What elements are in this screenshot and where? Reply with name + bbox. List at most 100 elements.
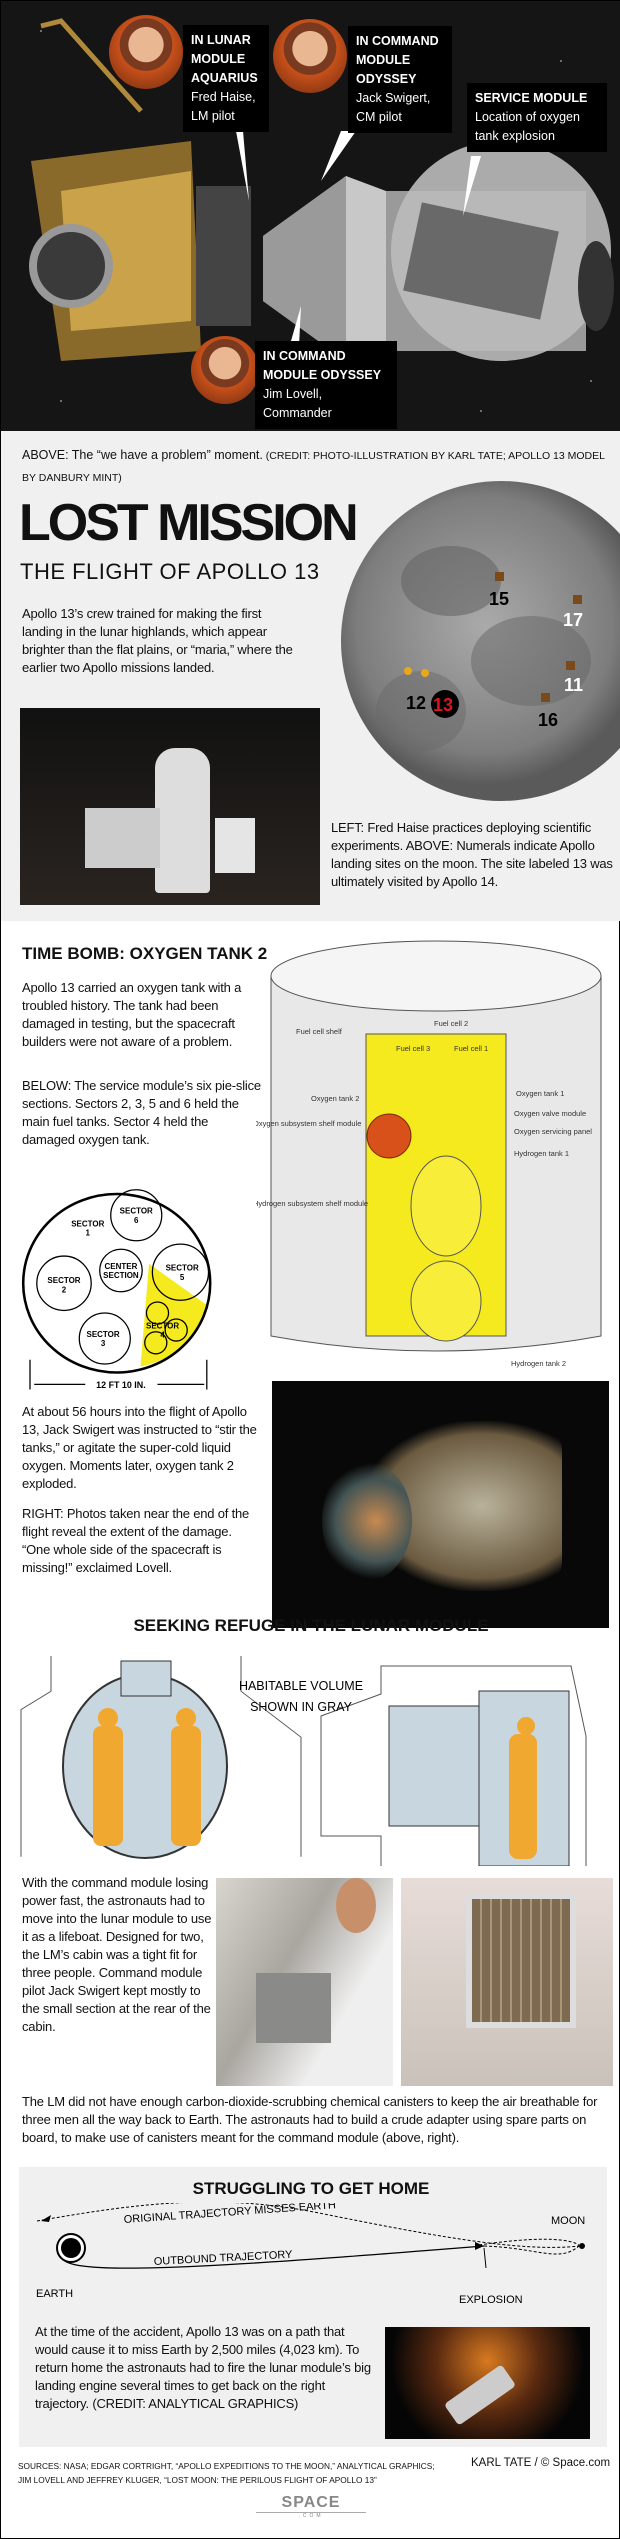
label-title: MODULE ODYSSEY <box>263 368 382 382</box>
label-oxygen-shelf: Oxygen subsystem shelf module <box>256 1119 361 1128</box>
landing-site-marker <box>573 595 582 604</box>
label-title: SERVICE MODULE <box>475 91 588 105</box>
page-subtitle: THE FLIGHT OF APOLLO 13 <box>20 559 320 584</box>
lifeboat-paragraph: With the command module losing power fas… <box>22 1875 212 2034</box>
label-lunar-module: IN LUNAR MODULE AQUARIUS Fred Haise, LM pil… <box>183 25 269 132</box>
sector-4-highlight <box>140 1263 209 1367</box>
landing-site-marker <box>495 572 504 581</box>
service-module-cutaway: Fuel cell 2 Fuel cell shelf Fuel cell 3 … <box>256 940 602 1368</box>
damaged-service-module-photo <box>272 1381 609 1628</box>
hero-caption: ABOVE: The “we have a problem” moment. (… <box>22 445 612 489</box>
outbound-trajectory-path <box>63 2245 485 2269</box>
original-trajectory-label: ORIGINAL TRAJECTORY MISSES EARTH <box>123 2203 336 2226</box>
fred-haise-portrait <box>109 15 183 89</box>
logo-subtext: .COM <box>256 2512 366 2519</box>
oxygen-tank-2 <box>366 1113 412 1159</box>
caption-credit: (CREDIT: PHOTO-ILLUSTRATION BY KARL TATE… <box>22 450 605 484</box>
trajectory-diagram: ORIGINAL TRAJECTORY MISSES EARTH OUTBOUN… <box>36 2203 585 2306</box>
label-fuel-cell-2: Fuel cell 2 <box>434 1019 468 1028</box>
co2-adapter-photo <box>401 1878 613 2086</box>
site-label-12: 12 <box>406 693 426 713</box>
label-name: Jack Swigert, <box>356 91 431 105</box>
label-name: Location of oxygen <box>475 110 580 124</box>
original-trajectory-path <box>36 2203 580 2248</box>
label-title: MODULE <box>356 53 411 67</box>
sources-text: SOURCES: NASA; EDGAR CORTRIGHT, “APOLLO … <box>18 2461 435 2485</box>
label-title: AQUARIUS <box>191 71 258 85</box>
label-hydrogen-shelf: Hydrogen subsystem shelf module <box>256 1199 368 1208</box>
site-label-13: 13 <box>433 695 453 715</box>
site-13-highlight <box>431 690 459 718</box>
swigert-in-lm-photo <box>216 1878 393 2086</box>
label-name: LM pilot <box>191 109 235 123</box>
moon-landing-map: 15 17 11 12 13 16 <box>341 481 620 801</box>
apollo-trajectory-render <box>385 2327 590 2439</box>
tank-paragraph: Apollo 13 carried an oxygen tank with a … <box>22 980 242 1049</box>
label-oxygen-tank-1: Oxygen tank 1 <box>516 1089 564 1098</box>
earth-label: EARTH <box>36 2288 73 2300</box>
label-fuel-cell-3: Fuel cell 3 <box>396 1044 430 1053</box>
label-title: MODULE <box>191 52 246 66</box>
label-oxygen-servicing-panel: Oxygen servicing panel <box>514 1127 592 1136</box>
label-hydrogen-tank-2: Hydrogen tank 2 <box>511 1359 566 1368</box>
site-label-17: 17 <box>563 610 583 630</box>
label-command-module-swigert: IN COMMAND MODULE ODYSSEY Jack Swigert, CM … <box>348 26 452 133</box>
label-oxygen-valve-module: Oxygen valve module <box>514 1109 586 1118</box>
site-label-16: 16 <box>538 710 558 730</box>
label-oxygen-tank-2: Oxygen tank 2 <box>311 1094 359 1103</box>
explosion-paragraph: At about 56 hours into the flight of Apo… <box>22 1404 257 1491</box>
tank-heading: TIME BOMB: OXYGEN TANK 2 <box>22 944 268 963</box>
label-fuel-cell-1: Fuel cell 1 <box>454 1044 488 1053</box>
label-name: tank explosion <box>475 129 555 143</box>
explosion-label: EXPLOSION <box>459 2294 523 2306</box>
hero-illustration: IN LUNAR MODULE AQUARIUS Fred Haise, LM pil… <box>1 1 620 431</box>
home-heading: STRUGGLING TO GET HOME <box>192 2179 430 2198</box>
intro-paragraph: Apollo 13’s crew trained for making the … <box>22 606 293 675</box>
jim-lovell-portrait <box>191 336 259 404</box>
moon-label: MOON <box>551 2215 585 2227</box>
space-com-logo: SPACE .COM <box>251 2494 371 2519</box>
label-title: IN COMMAND <box>263 349 346 363</box>
label-hydrogen-tank-1: Hydrogen tank 1 <box>514 1149 569 1158</box>
moon-caption: LEFT: Fred Haise practices deploying sci… <box>331 820 613 889</box>
page-title: LOST MISSION <box>19 494 359 552</box>
diameter-dimension: 12 FT 10 IN. <box>96 1380 146 1390</box>
label-name: CM pilot <box>356 110 402 124</box>
logo-wordmark: SPACE <box>281 2494 341 2511</box>
landing-site-marker <box>404 667 412 675</box>
landing-site-marker <box>566 661 575 670</box>
site-label-11: 11 <box>564 675 583 695</box>
label-command-module-lovell: IN COMMAND MODULE ODYSSEY Jim Lovell, Comm… <box>255 341 397 429</box>
label-title: IN LUNAR <box>191 33 251 47</box>
jack-swigert-portrait <box>273 19 347 93</box>
label-title: ODYSSEY <box>356 72 417 86</box>
label-name: Jim Lovell, <box>263 387 323 401</box>
landing-site-marker <box>541 693 550 702</box>
site-label-15: 15 <box>489 589 509 609</box>
spacecraft-illustration <box>29 18 614 412</box>
label-name: Fred Haise, <box>191 90 256 104</box>
damage-caption: RIGHT: Photos taken near the end of the … <box>22 1506 250 1575</box>
label-title: IN COMMAND <box>356 34 439 48</box>
return-paragraph: At the time of the accident, Apollo 13 w… <box>35 2324 371 2411</box>
sectors-caption: BELOW: The service module’s six pie-slic… <box>22 1078 261 1147</box>
label-fuel-cell-shelf: Fuel cell shelf <box>296 1027 343 1036</box>
haise-training-photo <box>20 708 320 905</box>
refuge-heading: SEEKING REFUGE IN THE LUNAR MODULE <box>133 1616 489 1635</box>
caption-lead: ABOVE: The “we have a problem” moment. <box>22 448 263 462</box>
label-service-module: SERVICE MODULE Location of oxygen tank ex… <box>467 83 607 152</box>
author-credit: KARL TATE / © Space.com <box>471 2457 611 2469</box>
canister-paragraph: The LM did not have enough carbon-dioxid… <box>22 2094 598 2145</box>
label-name: Commander <box>263 406 332 420</box>
moon-icon <box>579 2243 585 2249</box>
